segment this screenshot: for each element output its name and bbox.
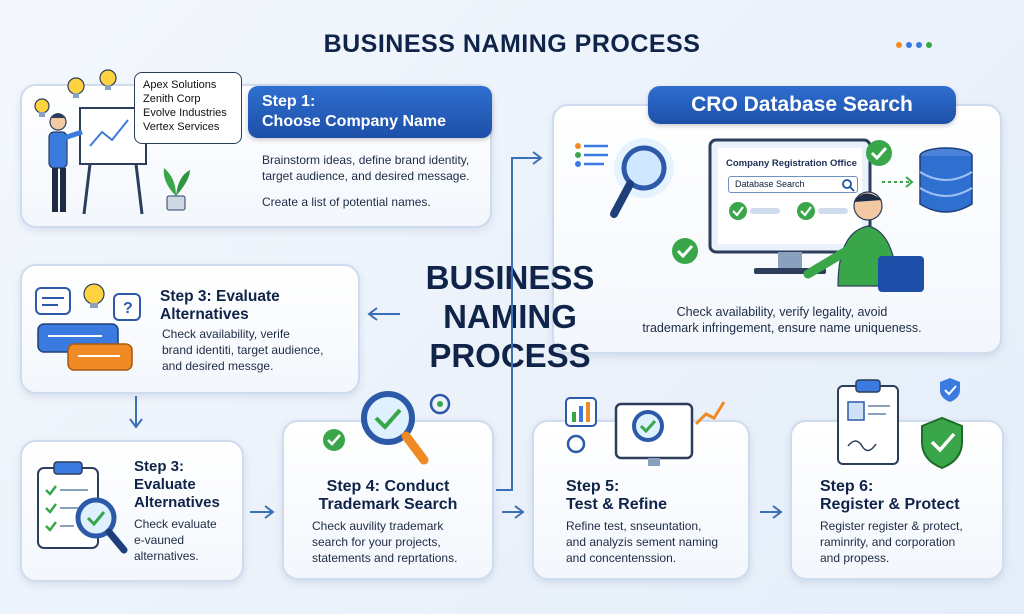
- step5-description: Refine test, snseuntation, and analyzis …: [566, 519, 719, 565]
- step6-description: Register register & protect, raminrity, …: [820, 519, 963, 565]
- cro-office-label: Company Registration Office: [726, 158, 857, 169]
- step3a-title: Step 3: Evaluate Alternatives: [160, 288, 280, 323]
- search-label: Database Search: [735, 179, 805, 189]
- magnifier-icon: [323, 391, 451, 465]
- cro-description: Check availability, verify legality, avo…: [642, 305, 922, 335]
- step3a-description: Check availability, verife brand identit…: [162, 327, 324, 373]
- name-ideas-bubble: Apex Solutions Zenith Corp Evolve Indust…: [134, 72, 242, 144]
- person-at-computer: [803, 191, 924, 292]
- step3b-description: Check evaluate e-vauned alternatives.: [134, 517, 217, 563]
- decorative-dots: [896, 42, 936, 50]
- step1-banner: Step 1: Choose Company Name: [248, 86, 492, 138]
- step3b-title: Step 3: Evaluate Alternatives: [134, 458, 220, 511]
- step6-title: Step 6: Register & Protect: [820, 478, 960, 513]
- lightbulb-icon: [34, 69, 117, 117]
- checkmark-icon: [866, 140, 892, 166]
- step5-title: Step 5: Test & Refine: [566, 478, 668, 513]
- step4-description: Check auvility trademark search for your…: [312, 519, 458, 565]
- step1-description: Brainstorm ideas, define brand identity,…: [262, 153, 470, 209]
- analytics-monitor-icon: [565, 397, 726, 466]
- result-rows: [729, 202, 848, 220]
- page-title: BUSINESS NAMING PROCESS: [323, 30, 701, 58]
- step1-label: Step 1:: [262, 93, 316, 110]
- speech-bubbles-icon: ?: [35, 283, 141, 371]
- clipboard-icon: [37, 461, 128, 554]
- center-title: BUSINESS NAMING PROCESS: [425, 259, 595, 374]
- database-search-input[interactable]: Database Search: [728, 176, 858, 193]
- checkmark-icon: [672, 238, 698, 264]
- list-lines-icon: [575, 143, 608, 167]
- cro-banner: CRO Database Search: [648, 86, 956, 124]
- certificate-icon: [837, 378, 963, 470]
- dotted-arrow: [882, 176, 914, 188]
- step1-title: Choose Company Name: [262, 113, 447, 130]
- step4-title: Step 4: Conduct Trademark Search: [318, 478, 458, 513]
- svg-text:?: ?: [123, 300, 133, 317]
- plant-icon: [163, 168, 190, 211]
- database-icon: [919, 147, 973, 213]
- search-icon[interactable]: [840, 177, 856, 193]
- magnifier-icon: [610, 138, 674, 218]
